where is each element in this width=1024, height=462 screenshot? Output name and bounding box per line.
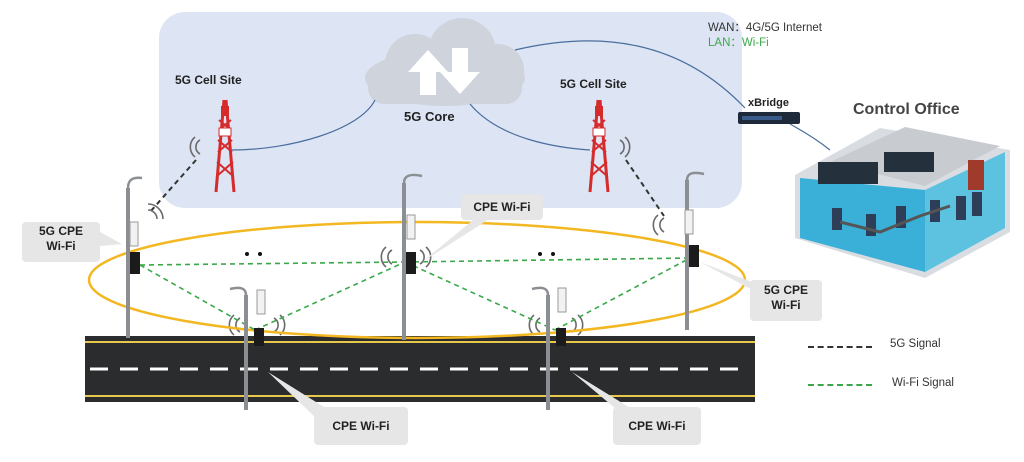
legend-5g-line xyxy=(808,346,872,348)
control-office-label: Control Office xyxy=(853,101,960,118)
callout-tail xyxy=(100,232,122,246)
lamp-pole xyxy=(126,176,143,338)
callout-tail xyxy=(268,372,332,418)
cpe-device xyxy=(130,252,140,274)
wifi-signal xyxy=(139,264,256,331)
callout-text: CPE Wi-Fi xyxy=(628,419,686,433)
lan-label: LAN：Wi-Fi xyxy=(708,37,769,49)
cpe-device xyxy=(556,328,566,346)
callout-text: CPE Wi-Fi xyxy=(473,200,531,214)
cpe-device xyxy=(406,252,416,274)
wifi-antenna xyxy=(557,287,567,313)
coverage-ellipse xyxy=(87,220,747,340)
cpe-device xyxy=(254,328,264,346)
wifi-icon xyxy=(189,136,201,158)
road xyxy=(85,336,755,402)
xbridge-device xyxy=(738,112,800,124)
callout-cpe-top: CPE Wi-Fi xyxy=(461,194,543,220)
callout-tail xyxy=(572,372,640,414)
lamp-pole xyxy=(229,286,248,410)
5g-coverage-region xyxy=(159,12,742,208)
legend-5g-label: 5G Signal xyxy=(890,338,941,350)
cell-tower-right xyxy=(588,99,610,193)
lamp-pole xyxy=(402,173,423,340)
status-dot xyxy=(258,252,262,256)
wifi-antenna xyxy=(406,214,416,240)
core-link-right xyxy=(469,103,591,151)
wifi-icon xyxy=(380,246,432,268)
xbridge-label: xBridge xyxy=(748,97,789,109)
callout-text: 5G CPE xyxy=(38,224,83,238)
legend-wifi-line xyxy=(808,384,872,386)
wifi-icon xyxy=(228,314,286,336)
callout-5g-cpe-left: 5G CPE Wi-Fi xyxy=(22,222,100,262)
wan-label: WAN：4G/5G Internet xyxy=(708,22,822,34)
wifi-antenna xyxy=(129,221,139,247)
core-link-left xyxy=(231,99,376,151)
cell-site-label-right: 5G Cell Site xyxy=(560,77,627,91)
wifi-icon xyxy=(528,314,584,336)
callout-cpe-bottom-left: CPE Wi-Fi xyxy=(314,407,408,445)
wifi-icon xyxy=(619,136,631,158)
callout-text: Wi-Fi xyxy=(771,298,801,312)
wifi-icon xyxy=(147,203,164,220)
wifi-icon xyxy=(652,214,665,236)
wifi-signal xyxy=(139,261,406,266)
status-dot xyxy=(538,252,542,256)
lamp-pole xyxy=(531,286,550,410)
callout-text: CPE Wi-Fi xyxy=(332,419,390,433)
cell-site-label-left: 5G Cell Site xyxy=(175,73,242,87)
cell-tower-left xyxy=(214,99,236,193)
wifi-signal xyxy=(554,257,691,331)
cpe-device xyxy=(689,245,699,267)
wifi-signal xyxy=(404,261,556,331)
status-dot xyxy=(551,252,555,256)
core-label: 5G Core xyxy=(404,109,455,124)
control-office xyxy=(795,127,1010,278)
legend-wifi-label: Wi-Fi Signal xyxy=(892,377,954,389)
5g-signal-left xyxy=(149,159,197,213)
callout-5g-cpe-right: 5G CPE Wi-Fi xyxy=(750,280,822,321)
callout-cpe-bottom-right: CPE Wi-Fi xyxy=(613,407,701,445)
wan-link xyxy=(514,40,746,109)
callout-text: 5G CPE xyxy=(763,283,808,297)
wifi-signal xyxy=(254,261,406,331)
wifi-signal xyxy=(404,257,691,263)
callout-tail xyxy=(422,216,494,262)
lamp-pole xyxy=(685,171,705,330)
callout-tail xyxy=(700,262,760,294)
cloud-icon xyxy=(365,18,525,106)
status-dot xyxy=(245,252,249,256)
callout-text: Wi-Fi xyxy=(46,239,76,253)
5g-signal-right xyxy=(625,159,665,217)
wifi-antenna xyxy=(684,209,694,235)
wifi-antenna xyxy=(256,289,266,315)
office-link xyxy=(789,123,831,151)
